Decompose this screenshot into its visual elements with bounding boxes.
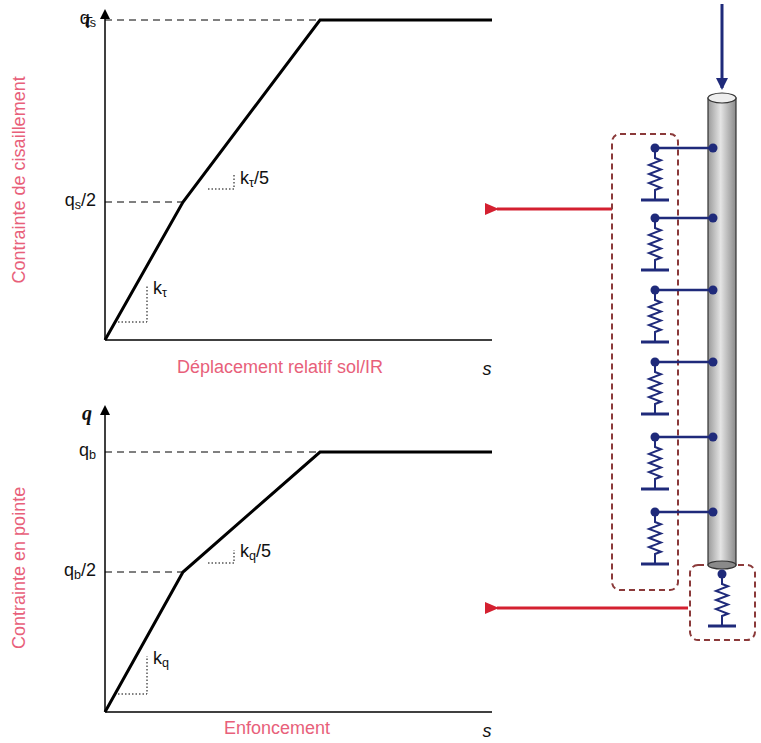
axis-title: Déplacement relatif sol/IR [177, 358, 383, 378]
spring-part [651, 214, 660, 223]
pointer-arrow [497, 607, 688, 610]
limit-value: qs [80, 9, 96, 31]
spring-part [649, 290, 661, 342]
spring-part [709, 433, 718, 442]
spring-part [641, 199, 669, 202]
spring-part [709, 358, 718, 367]
stiffness-label: kτ [153, 279, 167, 301]
limit-value: qb/2 [64, 561, 96, 583]
spring-part [641, 413, 669, 416]
limit-value: qb [79, 441, 96, 463]
spring-part [651, 508, 660, 517]
spring-part [649, 148, 661, 200]
spring-part [651, 358, 660, 367]
spring-part [651, 433, 660, 442]
spring-part [641, 269, 669, 272]
axis-symbol: s [483, 360, 492, 380]
spring-part [649, 437, 661, 489]
spring-part [709, 286, 718, 295]
limit-value: qs/2 [65, 191, 96, 213]
spring-part [718, 570, 727, 579]
stiffness-label: kq/5 [240, 542, 271, 564]
axis-title: Contrainte de cisaillement [10, 76, 30, 283]
stiffness-label: kτ/5 [240, 169, 269, 191]
pile [708, 93, 736, 569]
spring-part [641, 488, 669, 491]
spring-part [709, 144, 718, 153]
axis-title: Contrainte en pointe [10, 487, 30, 649]
axis-symbol: s [483, 722, 492, 742]
spring-part [649, 512, 661, 564]
spring-part [655, 361, 713, 364]
axis-symbol: q [82, 402, 92, 424]
spring-part [708, 625, 736, 628]
stiffness-label: kq [153, 649, 169, 671]
spring-part [641, 563, 669, 566]
tip-graph [105, 410, 492, 712]
spring-part [641, 341, 669, 344]
spring-part [655, 217, 713, 220]
spring-part [651, 286, 660, 295]
spring-part [655, 436, 713, 439]
spring-part [655, 511, 713, 514]
tip-spring-box [690, 565, 755, 640]
spring-part [709, 508, 718, 517]
pointer-arrow [497, 208, 612, 211]
spring-part [649, 362, 661, 414]
spring-part [655, 147, 713, 150]
springs [641, 144, 736, 627]
spring-part [651, 144, 660, 153]
axis-title: Enfoncement [224, 719, 330, 739]
spring-part [649, 218, 661, 270]
load-arrow [721, 4, 724, 88]
shear-graph [105, 14, 492, 340]
spring-part [655, 289, 713, 292]
spring-part [716, 574, 728, 626]
spring-part [709, 214, 718, 223]
